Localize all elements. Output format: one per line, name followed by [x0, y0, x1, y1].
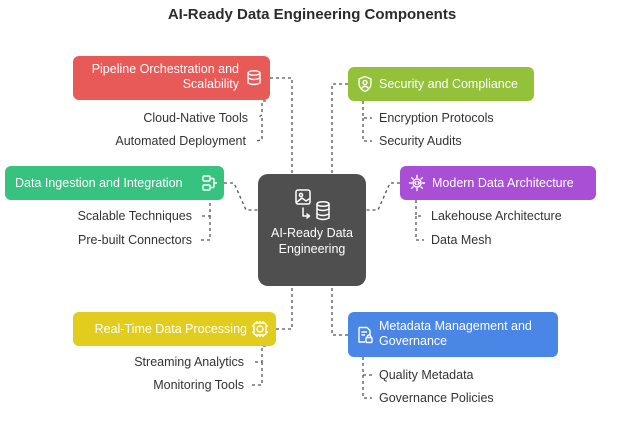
connector-pipeline	[270, 77, 293, 174]
chip-icon	[251, 320, 269, 338]
database-icon	[245, 69, 263, 87]
component-data-ingestion: Data Ingestion and Integration	[5, 166, 224, 200]
connector-ingestion-item-2	[199, 216, 211, 241]
item-governance-policies: Governance Policies	[379, 391, 494, 405]
connector-modern-item-1	[415, 200, 424, 217]
connector-security-item-2	[362, 118, 372, 142]
component-modern-data-architecture: Modern Data Architecture	[400, 166, 596, 200]
component-real-time-processing: Real-Time Data Processing	[73, 312, 276, 346]
item-encryption-protocols: Encryption Protocols	[379, 111, 494, 125]
connector-realtime-item-2	[252, 362, 263, 386]
center-node: AI-Ready Data Engineering	[258, 174, 366, 286]
component-ingestion-label: Data Ingestion and Integration	[15, 176, 183, 190]
component-security-compliance: Security and Compliance	[348, 67, 534, 101]
component-metadata-label: Metadata Management and Governance	[379, 319, 532, 348]
item-data-mesh: Data Mesh	[431, 233, 492, 247]
connector-metadata-item-2	[362, 375, 372, 399]
item-streaming-analytics: Streaming Analytics	[134, 355, 244, 369]
connector-metadata-item-1	[362, 357, 372, 376]
component-metadata-governance: Metadata Management and Governance	[348, 312, 558, 357]
connector-pipeline-item-2	[254, 118, 263, 142]
connector-security	[331, 83, 348, 174]
component-pipeline-label: Pipeline Orchestration and Scalability	[91, 62, 239, 91]
component-pipeline-orchestration: Pipeline Orchestration and Scalability	[73, 56, 270, 100]
connector-modern-item-2	[415, 216, 424, 241]
item-pre-built-connectors: Pre-built Connectors	[78, 233, 192, 247]
shield-user-icon	[356, 75, 374, 93]
item-quality-metadata: Quality Metadata	[379, 368, 474, 382]
item-security-audits: Security Audits	[379, 134, 462, 148]
component-realtime-label: Real-Time Data Processing	[94, 322, 247, 336]
item-automated-deployment: Automated Deployment	[115, 134, 246, 148]
diagram-title: AI-Ready Data Engineering Components	[167, 6, 457, 23]
connector-realtime	[276, 286, 293, 330]
item-cloud-native-tools: Cloud-Native Tools	[143, 111, 248, 125]
connector-modern	[366, 182, 400, 211]
connector-metadata	[331, 286, 348, 336]
document-lock-icon	[356, 326, 374, 344]
component-security-label: Security and Compliance	[379, 77, 518, 91]
gear-code-icon	[408, 174, 426, 192]
connector-security-item-1	[362, 101, 372, 119]
connector-pipeline-item-1	[256, 100, 266, 119]
connector-realtime-item-1	[252, 345, 266, 363]
item-scalable-techniques: Scalable Techniques	[77, 209, 192, 223]
item-lakehouse-architecture: Lakehouse Architecture	[431, 209, 562, 223]
server-network-icon	[201, 174, 219, 192]
center-label: AI-Ready Data Engineering	[271, 226, 353, 256]
connector-ingestion	[224, 182, 258, 211]
item-monitoring-tools: Monitoring Tools	[153, 378, 244, 392]
image-to-database-icon	[295, 189, 330, 221]
component-modern-label: Modern Data Architecture	[432, 176, 574, 190]
